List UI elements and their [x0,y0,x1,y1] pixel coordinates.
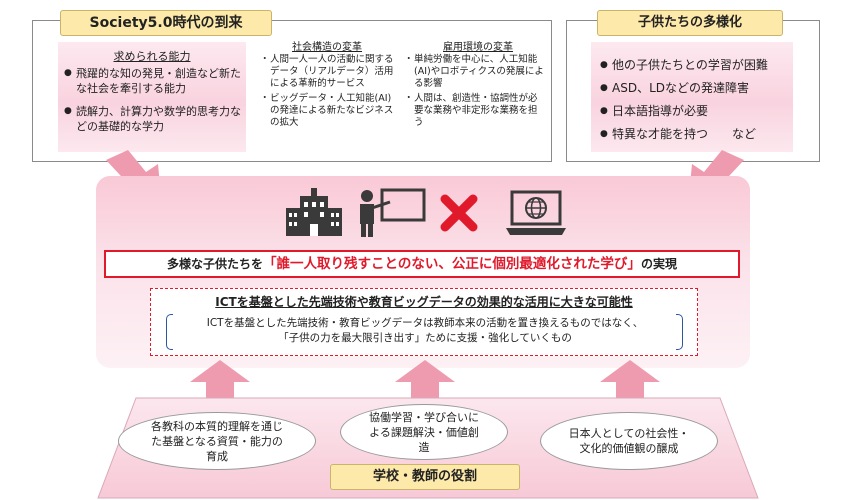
goal-statement: 多様な子供たちを「誰一人取り残すことのない、公正に個別最適化された学び」の実現 [104,250,740,278]
children-tab: 子供たちの多様化 [597,10,783,36]
ict-title: ICTを基盤とした先端技術や教育ビッグデータの効果的な活用に大きな可能性 [215,295,633,309]
social-title: 社会構造の変革 [292,42,362,53]
ict-note-bracket-right [676,314,683,350]
ict-note-line: ICTを基盤とした先端技術・教育ビッグデータは教師本来の活動を置き換えるものでは… [206,317,644,329]
children-item: 他の子供たちとの学習が困難 [600,54,790,77]
social-item: 人間一人一人の活動に関するデータ（リアルデータ）活用による革新的サービス [260,54,400,90]
children-item: ASD、LDなどの発達障害 [600,77,790,100]
arrow-up-left [190,360,250,408]
school-building-icon [286,188,342,236]
society-tab: Society5.0時代の到来 [60,10,272,36]
abilities-item: 読解力、計算力や数学的思考力などの基礎的な学力 [64,104,244,134]
abilities-item: 飛躍的な知の発見・創造など新たな社会を牽引する能力 [64,66,244,96]
arrow-up-right [600,360,660,408]
laptop-globe-icon [506,190,566,235]
abilities-title: 求められる能力 [113,50,191,63]
children-item: 特異な才能を持つ など [600,123,790,146]
role-ellipse-center: 協働学習・学び合いによる課題解決・価値創造 [340,404,508,460]
abilities-list: 飛躍的な知の発見・創造など新たな社会を牽引する能力 読解力、計算力や数学的思考力… [64,66,244,134]
social-list: 人間一人一人の活動に関するデータ（リアルデータ）活用による革新的サービス ビッグ… [260,54,400,129]
employment-item: 単純労働を中心に、人工知能(AI)やロボティクスの発展による影響 [404,54,546,90]
children-list: 他の子供たちとの学習が困難 ASD、LDなどの発達障害 日本語指導が必要 特異な… [600,54,790,146]
arrow-up-center [395,360,455,408]
teacher-board-icon [360,188,426,237]
children-item: 日本語指導が必要 [600,100,790,123]
goal-highlight: 「誰一人取り残すことのない、公正に個別最適化された学び」 [263,256,641,272]
goal-suffix: の実現 [640,257,677,271]
ict-panel [150,288,698,356]
ict-note: ICTを基盤とした先端技術・教育ビッグデータは教師本来の活動を置き換えるものでは… [176,316,674,346]
role-tab: 学校・教師の役割 [330,464,520,490]
employment-list: 単純労働を中心に、人工知能(AI)やロボティクスの発展による影響 人間は、創造性… [404,54,546,129]
role-ellipse-left: 各教科の本質的理解を通じた基盤となる資質・能力の育成 [118,412,316,470]
ict-note-bracket-left [166,314,173,350]
goal-prefix: 多様な子供たちを [167,257,264,271]
role-ellipse-right: 日本人としての社会性・文化的価値観の醸成 [540,412,718,470]
social-item: ビッグデータ・人工知能(AI)の発達による新たなビジネスの拡大 [260,93,400,129]
cross-mark-icon [440,194,478,232]
employment-item: 人間は、創造性・協調性が必要な業務や非定形な業務を担う [404,93,546,129]
ict-note-line: 「子供の力を最大限引き出す」ために支援・強化していくもの [278,332,572,344]
employment-title: 雇用環境の変革 [443,42,513,53]
